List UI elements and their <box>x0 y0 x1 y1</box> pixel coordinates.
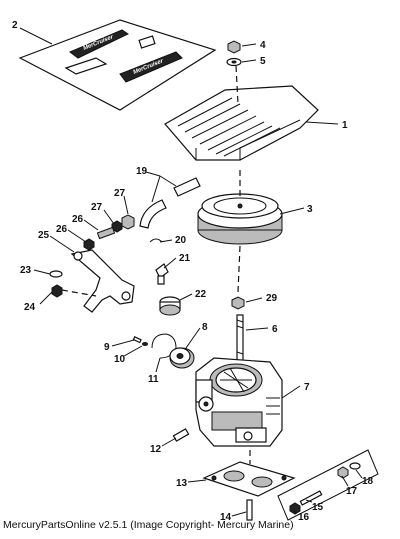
vent-fitting <box>121 214 135 230</box>
callout-24: 24 <box>24 302 36 313</box>
callout-25: 25 <box>38 230 50 241</box>
callout-9: 9 <box>104 342 110 353</box>
callout-1: 1 <box>342 120 348 131</box>
choke-screw <box>132 336 142 344</box>
callout-14: 14 <box>220 512 232 523</box>
hose-clip <box>149 238 163 243</box>
bushing <box>159 296 181 316</box>
callout-13: 13 <box>176 478 188 489</box>
callout-2: 2 <box>12 20 18 31</box>
carburetor <box>195 357 283 447</box>
leader-lines <box>19 27 363 517</box>
callout-5: 5 <box>260 56 266 67</box>
callout-12: 12 <box>150 444 162 455</box>
callout-28: 27 <box>114 188 126 199</box>
mounting-stud <box>236 314 244 364</box>
callout-17: 17 <box>346 486 358 497</box>
callout-29: 29 <box>266 293 278 304</box>
carburetor-plug <box>172 428 190 442</box>
throttle-bracket <box>70 249 135 313</box>
carburetor-gasket <box>202 461 296 497</box>
callout-27-upper: 27 <box>91 202 103 213</box>
stud-nut <box>231 296 245 310</box>
fitting-nut-lower <box>83 238 95 251</box>
choke-washer <box>142 342 148 346</box>
callout-20: 20 <box>175 235 187 246</box>
cover-nut <box>227 40 241 54</box>
flame-arrestor <box>197 193 283 245</box>
callout-18: 18 <box>362 476 374 487</box>
callout-15: 15 <box>312 502 324 513</box>
bracket-washer <box>49 270 63 278</box>
callout-27-lower: 26 <box>56 224 68 235</box>
callout-7: 7 <box>304 382 310 393</box>
vent-hoses <box>139 177 201 229</box>
decal-sheet: MerCruiser MerCruiser <box>18 19 217 111</box>
callout-19: 19 <box>136 166 148 177</box>
callout-21: 21 <box>179 253 191 264</box>
callout-8: 8 <box>202 322 208 333</box>
callout-16: 16 <box>298 512 310 523</box>
bracket-nut <box>51 284 63 298</box>
callout-11: 11 <box>148 374 159 385</box>
callout-labels: 2 1 4 5 3 19 27 27 26 26 25 20 21 22 23 … <box>12 20 374 523</box>
cover-washer <box>226 57 242 67</box>
callout-23: 23 <box>20 265 32 276</box>
base-stud <box>246 499 253 521</box>
callout-3: 3 <box>307 204 313 215</box>
elbow-fitting <box>155 263 169 285</box>
hardware-inset <box>277 449 379 521</box>
callout-4: 4 <box>260 40 266 51</box>
choke-cover <box>169 347 195 369</box>
callout-26: 26 <box>72 214 84 225</box>
callout-22: 22 <box>195 289 207 300</box>
vent-connector <box>96 226 116 240</box>
copyright-caption: MercuryPartsOnline v2.5.1 (Image Copyrig… <box>3 519 294 531</box>
callout-10: 10 <box>114 354 126 365</box>
callout-6: 6 <box>272 324 278 335</box>
flame-arrestor-cover <box>164 85 319 161</box>
